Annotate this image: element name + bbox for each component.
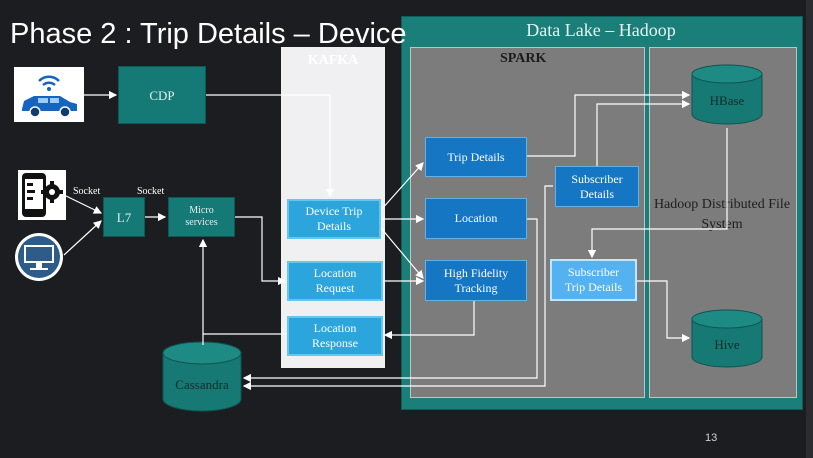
mobile-settings-icon (18, 170, 66, 220)
hive-label: Hive (714, 337, 740, 352)
spark-title: SPARK (500, 51, 547, 66)
hive-cylinder (691, 309, 763, 368)
slide-edge (806, 0, 813, 458)
high-fidelity-tracking-node: High Fidelity Tracking (425, 260, 527, 301)
cassandra-cylinder (162, 341, 242, 412)
cassandra-label: Cassandra (175, 377, 229, 392)
slide-title: Phase 2 : Trip Details – Device (10, 18, 407, 50)
hbase-cylinder (691, 64, 763, 125)
monitor-icon (15, 233, 63, 281)
page-number: 13 (705, 432, 718, 444)
cdp-node: CDP (118, 66, 206, 124)
microservices-node: Micro services (168, 197, 235, 237)
hdfs-label: Hadoop Distributed File System (653, 197, 791, 232)
data-lake-title: Data Lake – Hadoop (526, 20, 676, 40)
hbase-label: HBase (709, 93, 745, 108)
socket-label-1: Socket (73, 186, 101, 197)
subscriber-trip-details-node: Subscriber Trip Details (550, 259, 637, 301)
connected-car-icon (14, 67, 84, 122)
device-trip-details-node: Device Trip Details (287, 199, 381, 239)
l7-node: L7 (103, 197, 145, 237)
subscriber-details-node: Subscriber Details (555, 166, 639, 207)
socket-label-2: Socket (137, 186, 165, 197)
location-node: Location (425, 198, 527, 239)
location-response-node: Location Response (287, 316, 383, 356)
trip-details-node: Trip Details (425, 137, 527, 177)
kafka-title: KAFKA (307, 53, 359, 68)
location-request-node: Location Request (287, 261, 383, 301)
